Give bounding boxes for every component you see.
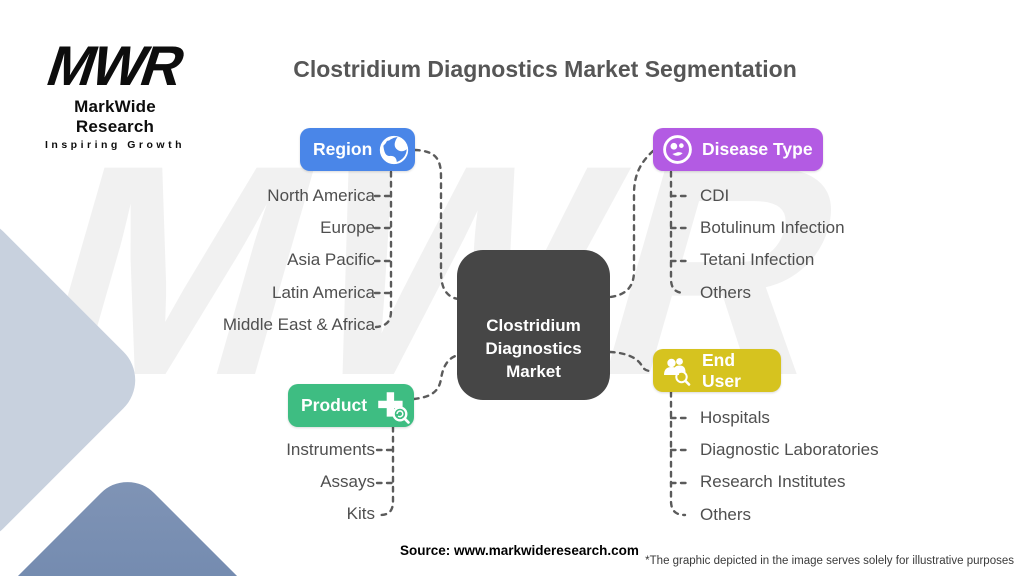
connector-product-spine [378,425,395,517]
list-item: Diagnostic Laboratories [700,439,879,459]
list-item: CDI [700,185,730,205]
disclaimer-text: *The graphic depicted in the image serve… [645,555,1014,567]
list-item: Middle East & Africa [222,315,375,335]
region-node: Region [300,128,415,171]
markwide-logo: MWR MarkWide Research Inspiring Growth [35,34,195,151]
end-user-label: End User [702,349,741,391]
mwr-logo-mark: MWR [39,34,191,97]
list-item: North America [267,185,375,205]
pathogen-icon [662,134,693,165]
page-title: Clostridium Diagnostics Market Segmentat… [293,56,797,82]
list-item: Kits [346,504,375,524]
connector-enduser-spine [669,390,687,517]
connector-disease-spine [669,170,687,295]
source-text: Source: www.markwideresearch.com [400,543,639,558]
brand-name: MarkWide Research [74,97,156,136]
brand-tagline: Inspiring Growth [45,139,185,151]
connector-enduser-to-center [608,350,655,373]
list-item: Others [700,504,752,524]
list-item: Instruments [286,439,375,459]
globe-icon [377,133,411,167]
end-user-node: End User [653,349,781,392]
center-market-node: Clostridium Diagnostics Market [457,250,610,400]
product-label: Product [301,395,368,415]
connector-region-to-center [413,148,460,301]
connector-product-to-center [412,353,460,401]
disease-type-label: Disease Type [702,139,813,159]
list-item: Asia Pacific [287,250,375,270]
list-item: Hospitals [700,407,770,427]
list-item: Research Institutes [700,472,846,492]
list-item: Latin America [272,282,375,302]
list-item: Assays [320,471,375,491]
disease-type-node: Disease Type [653,128,823,171]
connector-disease-to-center [608,149,655,299]
region-label: Region [313,139,373,159]
end-user-items: Hospitals Diagnostic Laboratories Resear… [700,402,980,532]
list-item: Others [700,282,752,302]
list-item: Europe [320,217,375,237]
connector-region-spine [374,170,393,329]
medical-search-icon [374,388,410,424]
disease-type-items: CDI Botulinum Infection Tetani Infection… [700,180,980,310]
list-item: Tetani Infection [700,250,815,270]
list-item: Botulinum Infection [700,217,845,237]
center-market-label: Clostridium Diagnostics Market [485,315,582,381]
people-search-icon [661,354,695,388]
region-items: North America Europe Asia Pacific Latin … [100,180,375,342]
product-node: Product [288,384,414,427]
product-items: Instruments Assays Kits [100,434,375,531]
